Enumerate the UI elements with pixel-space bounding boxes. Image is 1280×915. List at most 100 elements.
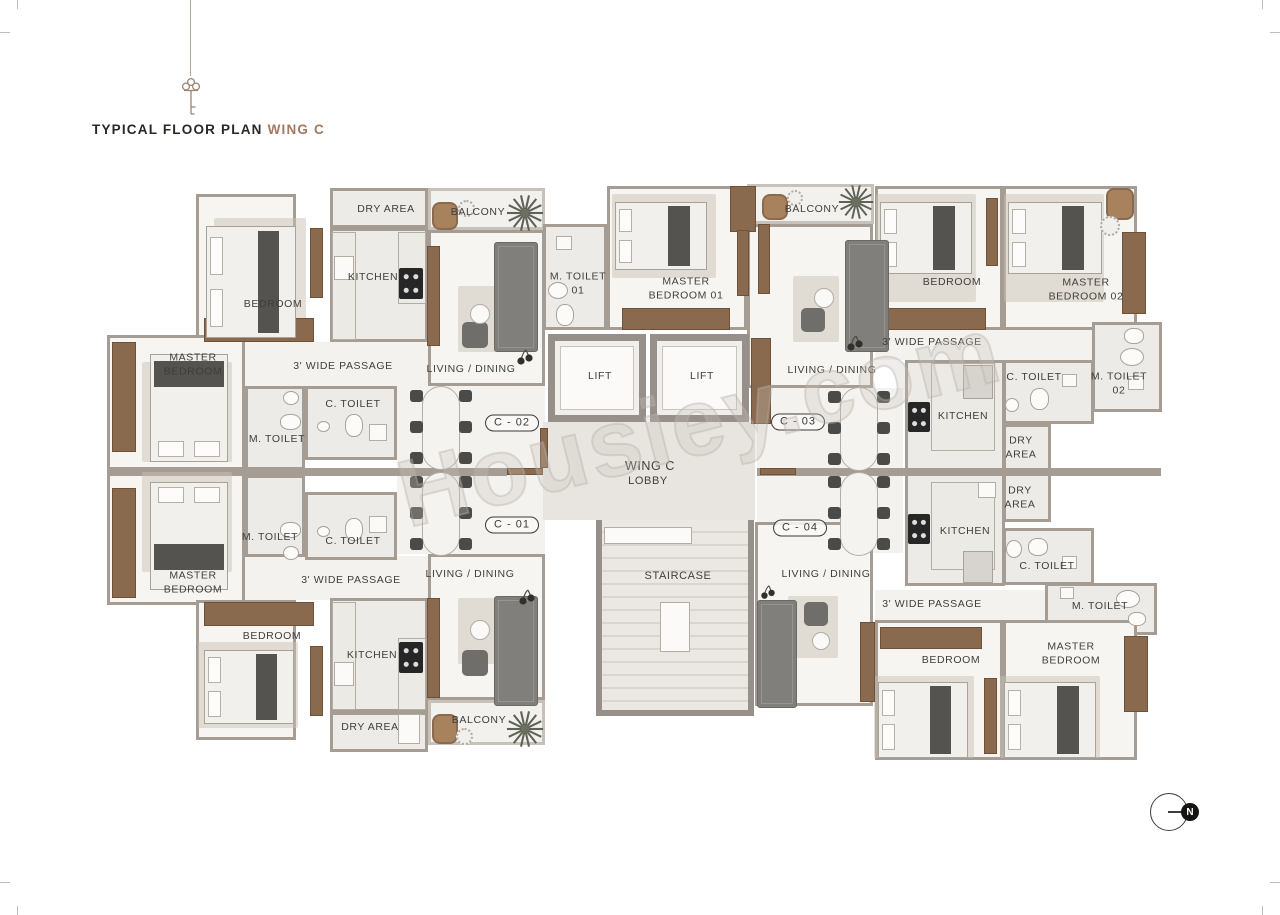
brand-key-icon	[181, 77, 201, 115]
dry-area-top-left	[330, 188, 428, 228]
compass-needle	[1168, 811, 1186, 813]
toilet-fixture	[345, 414, 363, 437]
staircase	[596, 520, 754, 716]
appliance	[978, 482, 996, 498]
lounge-chair	[432, 714, 458, 744]
wash-basin	[548, 282, 568, 299]
wood-furniture	[758, 224, 770, 294]
armchair	[801, 308, 825, 332]
lounge-chair	[432, 202, 458, 230]
cherries-decor-icon	[760, 584, 776, 600]
bed	[615, 202, 707, 270]
unit-number-badge: C - 04	[773, 519, 827, 537]
wood-furniture	[986, 198, 998, 266]
wood-furniture	[310, 646, 323, 716]
room-label: DRY AREA	[357, 203, 415, 216]
lift-left	[548, 334, 646, 422]
round-table	[470, 304, 490, 324]
wash-basin	[1005, 398, 1019, 412]
wood-furniture	[204, 602, 314, 626]
sofa	[494, 242, 538, 352]
bed	[1008, 202, 1102, 274]
crop-mark	[0, 32, 10, 33]
lounge-chair	[1106, 188, 1134, 220]
dry-area-right-upper	[1003, 424, 1051, 473]
room-label: 3' WIDE PASSAGE	[301, 574, 401, 587]
passage-top-left	[245, 342, 428, 386]
room-label: BEDROOM	[243, 298, 303, 311]
room-label: DRY AREA	[341, 721, 399, 734]
room-label: 3' WIDE PASSAGE	[882, 598, 982, 611]
room-label: BALCONY	[451, 714, 507, 727]
crop-mark	[17, 906, 18, 915]
appliance	[369, 516, 387, 533]
room-label: KITCHEN	[939, 525, 991, 538]
room-label: M. TOILET	[1071, 600, 1129, 613]
room-label: KITCHEN	[347, 271, 399, 284]
lift-right	[650, 334, 749, 422]
compass-north-label: N	[1181, 803, 1199, 821]
appliance	[1062, 556, 1077, 569]
sofa	[494, 596, 538, 706]
toilet-fixture	[1124, 328, 1144, 344]
room-label: C. TOILET	[1006, 371, 1062, 384]
wood-furniture	[1122, 232, 1146, 314]
room-label: KITCHEN	[346, 649, 398, 662]
appliance	[1128, 376, 1144, 390]
appliance	[556, 236, 572, 250]
refrigerator	[963, 551, 993, 583]
armchair	[462, 650, 488, 676]
round-table	[470, 620, 490, 640]
m-toilet-01	[543, 224, 607, 330]
room-label: M. TOILET	[248, 433, 306, 446]
armchair	[804, 602, 828, 626]
round-mat	[456, 728, 473, 745]
unit-number-badge: C - 02	[485, 414, 539, 432]
room-label: 3' WIDE PASSAGE	[882, 336, 982, 349]
round-mat	[458, 200, 475, 217]
wood-furniture	[730, 186, 756, 232]
wood-furniture	[751, 338, 771, 424]
wash-basin	[317, 526, 330, 537]
room-label: LOBBY	[628, 474, 668, 487]
wash-basin	[1116, 590, 1140, 608]
unit-number-badge: C - 03	[771, 413, 825, 431]
stove-hob	[399, 268, 423, 299]
crop-mark	[1270, 882, 1280, 883]
toilet-fixture	[345, 518, 363, 541]
appliance	[604, 527, 692, 544]
stove-hob	[908, 402, 930, 432]
wash-basin	[283, 391, 299, 405]
kitchen-counter	[332, 232, 356, 340]
wood-furniture	[427, 246, 440, 346]
bed	[206, 226, 296, 338]
bed	[880, 202, 972, 274]
sofa	[845, 240, 889, 352]
room-label: BALCONY	[450, 206, 506, 219]
room-label: 3' WIDE PASSAGE	[293, 360, 393, 373]
wood-furniture	[737, 230, 749, 296]
wall-segment	[757, 468, 1161, 476]
wash-basin	[283, 546, 299, 560]
room-label: C. TOILET	[1019, 560, 1075, 573]
bed	[150, 482, 228, 590]
plant-icon	[506, 194, 544, 232]
appliance	[1060, 587, 1074, 599]
wood-furniture	[112, 342, 136, 452]
crop-mark	[1262, 906, 1263, 915]
room-label: M. TOILET	[241, 531, 299, 544]
m-toilet-left-lower	[245, 475, 305, 557]
room-label: KITCHEN	[937, 410, 989, 423]
toilet-fixture	[280, 414, 301, 430]
room-label: LIFT	[588, 370, 612, 383]
appliance	[334, 662, 354, 686]
wood-furniture	[760, 468, 796, 475]
room-label: LIVING / DINING	[426, 363, 516, 376]
toilet-fixture	[1028, 538, 1048, 556]
